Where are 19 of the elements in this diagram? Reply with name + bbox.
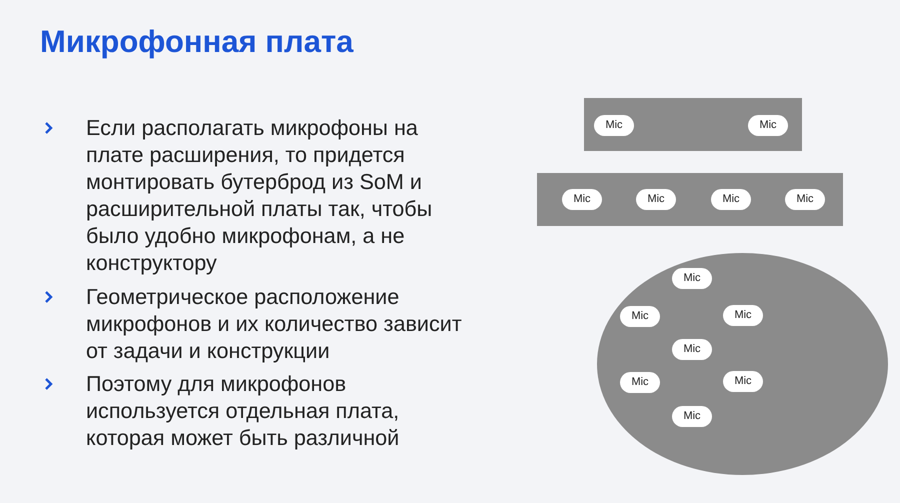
- mic-pill: Mic: [723, 304, 763, 326]
- slide-title: Микрофонная плата: [40, 24, 354, 60]
- mic-pill: Mic: [672, 338, 712, 360]
- mic-pill: Mic: [562, 188, 602, 210]
- bullet-text: Если располагать микрофоны на плате расширения, то придется монтировать бутерброд из SoM и расширительной платы так, чтобы было удобно микрофонам, а не конструктору: [86, 114, 434, 276]
- mic-pill: Mic: [785, 188, 825, 210]
- mic-pill: Mic: [620, 306, 660, 326]
- rectangular-board: [584, 98, 802, 151]
- mic-pill: Mic: [711, 188, 751, 210]
- bullet-text: Геометрическое расположение микрофонов и их количество зависит от задачи и конструкции: [86, 283, 463, 364]
- mic-pill: Mic: [672, 268, 712, 288]
- mic-pill: Mic: [723, 370, 763, 392]
- mic-pill: Mic: [594, 114, 634, 136]
- mic-pill: Mic: [620, 372, 660, 392]
- rectangular-board: [537, 173, 843, 226]
- bullet-text: Поэтому для микрофонов используется отдельная плата, которая может быть различной: [86, 370, 400, 451]
- mic-pill: Mic: [636, 188, 676, 210]
- mic-pill: Mic: [672, 406, 712, 426]
- mic-pill: Mic: [748, 114, 788, 136]
